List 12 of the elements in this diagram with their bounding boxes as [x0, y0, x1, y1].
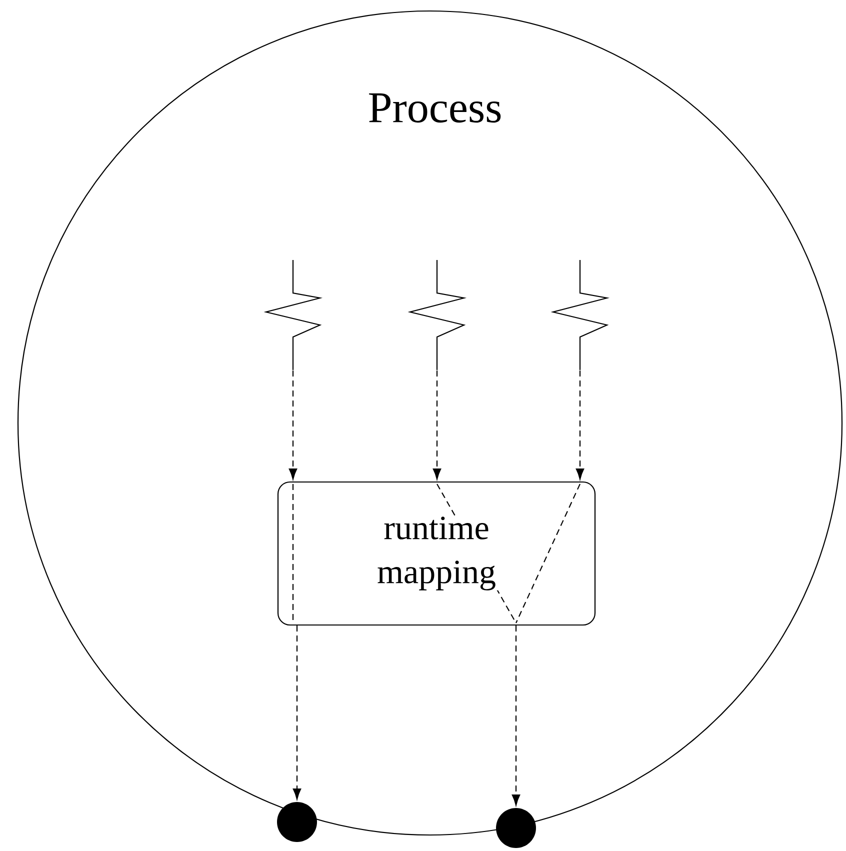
dot: [277, 802, 317, 842]
arrow: [576, 370, 584, 480]
zigzag-thread: [264, 260, 323, 370]
arrow: [292, 626, 302, 800]
process-title: Process: [369, 93, 501, 123]
dot: [496, 808, 536, 848]
process-box: runtime mapping: [277, 481, 596, 626]
arrow: [512, 626, 520, 806]
zigzag-thread: [550, 260, 610, 370]
arrow: [288, 370, 298, 480]
zigzag-thread: [408, 260, 467, 370]
arrow: [432, 370, 442, 480]
